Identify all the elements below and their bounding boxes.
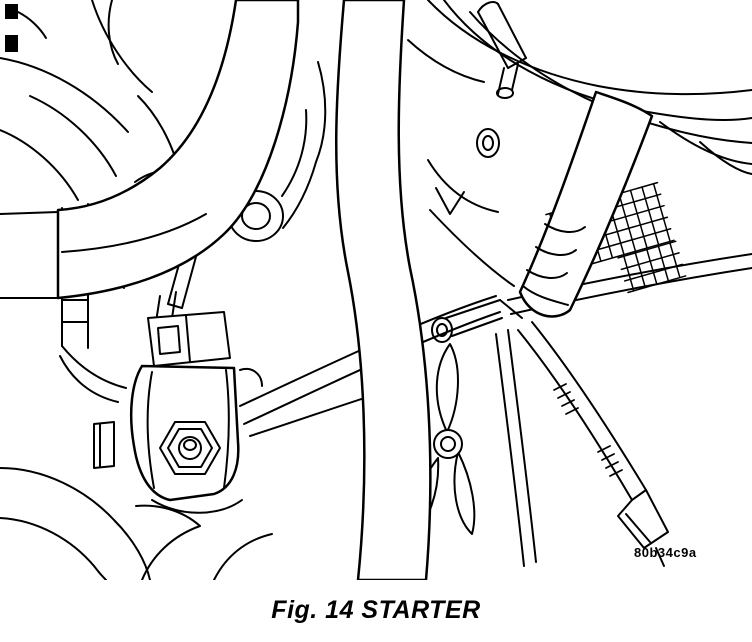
starter-motor xyxy=(129,291,263,514)
figure-caption: Fig. 14 STARTER xyxy=(271,596,481,624)
top-fitting xyxy=(477,1,527,99)
page-edge-marks xyxy=(5,4,18,52)
wiring-harness xyxy=(517,321,669,567)
central-hose xyxy=(334,0,432,580)
hex-nut xyxy=(159,421,221,475)
ribbed-hose xyxy=(518,90,654,318)
starter-location-illustration: 80b34c9a xyxy=(0,0,752,580)
lower-left-hoses xyxy=(0,467,273,580)
left-band-hose xyxy=(56,0,300,300)
engine-bay-line-art-svg xyxy=(0,0,752,580)
figure-ref-code: 80b34c9a xyxy=(634,545,697,560)
grommet xyxy=(476,128,500,158)
